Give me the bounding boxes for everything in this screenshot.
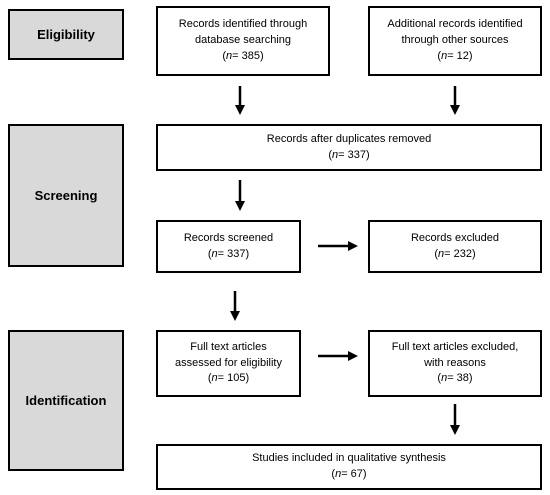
stage-eligibility-label: Eligibility	[37, 27, 95, 42]
count-database-search: (n= 385)	[222, 49, 264, 62]
stage-screening-label: Screening	[34, 188, 98, 203]
stage-identification-label: Identification	[25, 393, 107, 408]
count-fulltext-excluded: (n= 38)	[437, 372, 473, 385]
count-records-excluded: (n= 232)	[434, 247, 476, 260]
stage-screening: Screening	[8, 124, 124, 267]
box-records-screened: Records screened (n= 337)	[156, 220, 301, 273]
box-other-sources: Additional records identified through ot…	[368, 6, 542, 76]
count-duplicates-removed: (n= 337)	[328, 148, 370, 161]
box-fulltext-assessed: Full text articles assessed for eligibil…	[156, 330, 301, 397]
stage-identification: Identification	[8, 330, 124, 471]
count-records-screened: (n= 337)	[207, 247, 250, 260]
count-studies-included: (n= 67)	[331, 468, 367, 480]
box-database-search: Records identified through database sear…	[156, 6, 330, 76]
box-records-excluded: Records excluded (n= 232)	[368, 220, 542, 273]
count-fulltext-assessed: (n= 105)	[207, 372, 250, 385]
box-fulltext-excluded: Full text articles excluded, with reason…	[368, 330, 542, 397]
box-duplicates-removed: Records after duplicates removed (n= 337…	[156, 124, 542, 171]
stage-eligibility: Eligibility	[8, 9, 124, 60]
box-studies-included: Studies included in qualitative synthesi…	[156, 444, 542, 490]
count-other-sources: (n= 12)	[437, 49, 473, 62]
